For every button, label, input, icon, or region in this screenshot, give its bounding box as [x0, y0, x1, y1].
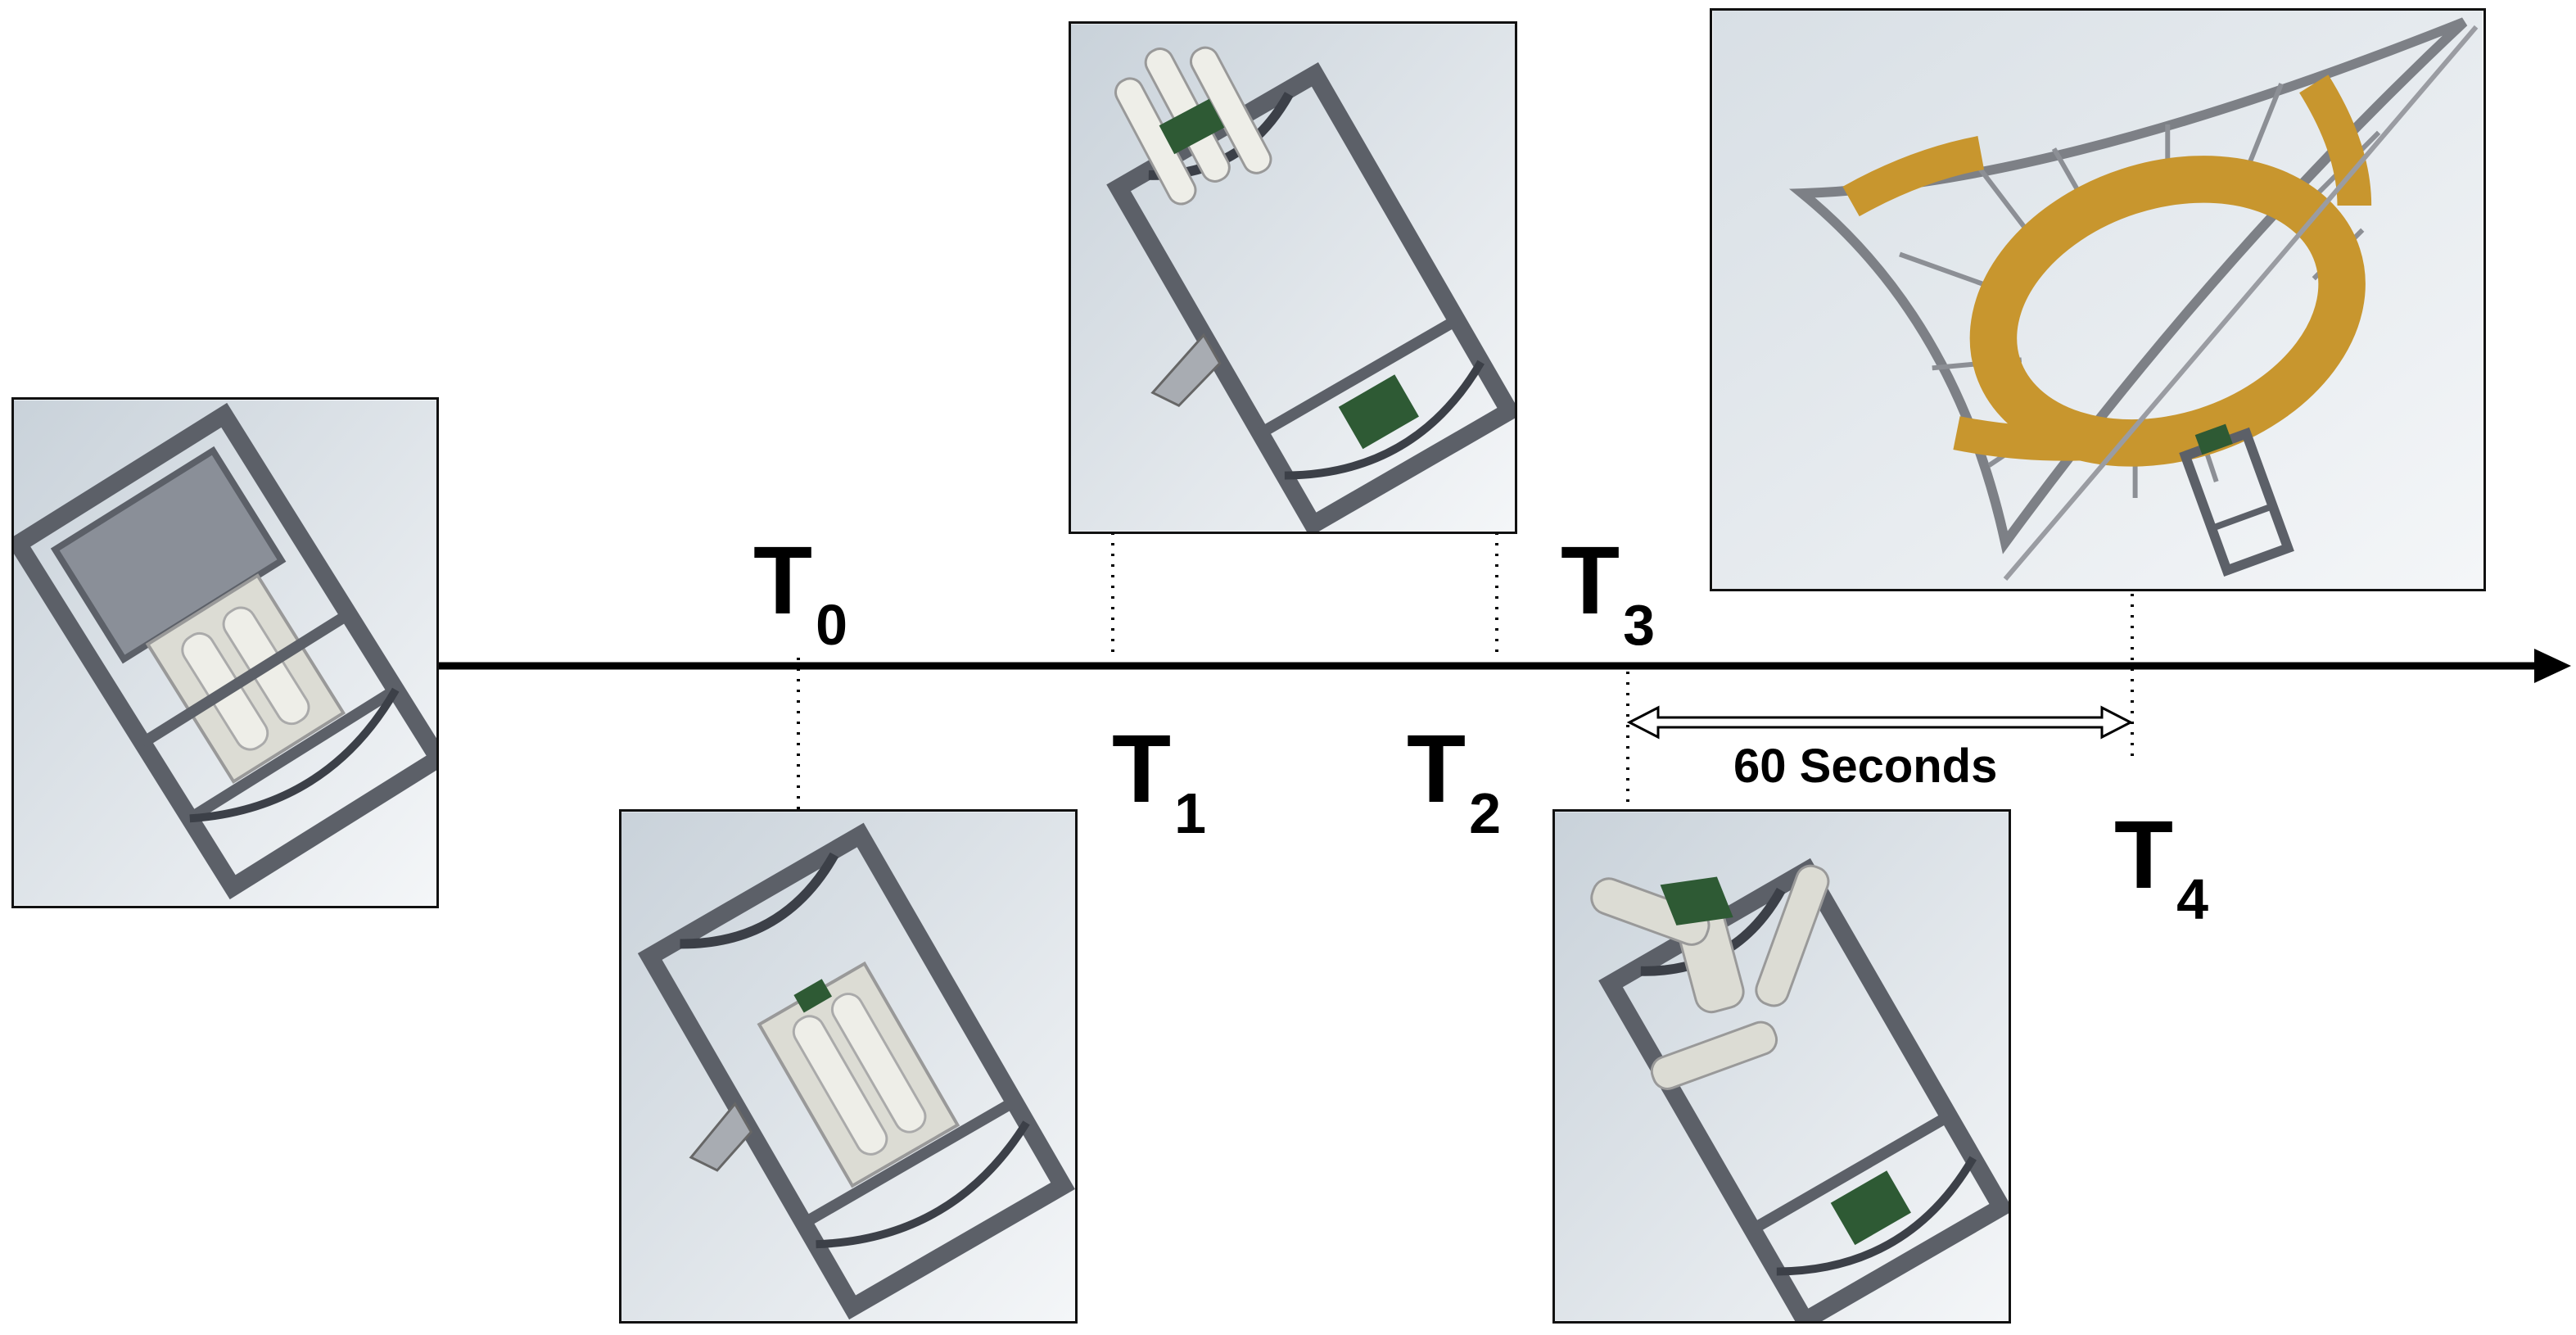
stage-label-t2: T2 — [1407, 715, 1502, 845]
t4-deployed-sail-image — [1712, 11, 2483, 589]
interval-arrow — [1626, 705, 2134, 740]
t0-deployment-panel — [619, 809, 1078, 1324]
stowed-cubesat-image — [14, 400, 436, 906]
t1-t2-deployment-panel — [1069, 21, 1517, 534]
stage-label-t3: T3 — [1561, 527, 1656, 657]
t0-cubesat-image — [621, 812, 1075, 1321]
t3-deployment-panel — [1552, 809, 2011, 1324]
duration-label: 60 Seconds — [1733, 740, 1998, 793]
stage-label-t1: T1 — [1112, 715, 1207, 845]
stage-label-t4: T4 — [2114, 801, 2209, 931]
t3-cubesat-image — [1555, 812, 2009, 1321]
t1-t2-cubesat-image — [1071, 24, 1515, 532]
t4-deployed-sail-panel — [1710, 8, 2486, 591]
stage-label-t0: T0 — [753, 527, 848, 657]
stowed-cubesat-panel — [11, 397, 439, 908]
timeline-arrowhead — [2534, 649, 2571, 683]
